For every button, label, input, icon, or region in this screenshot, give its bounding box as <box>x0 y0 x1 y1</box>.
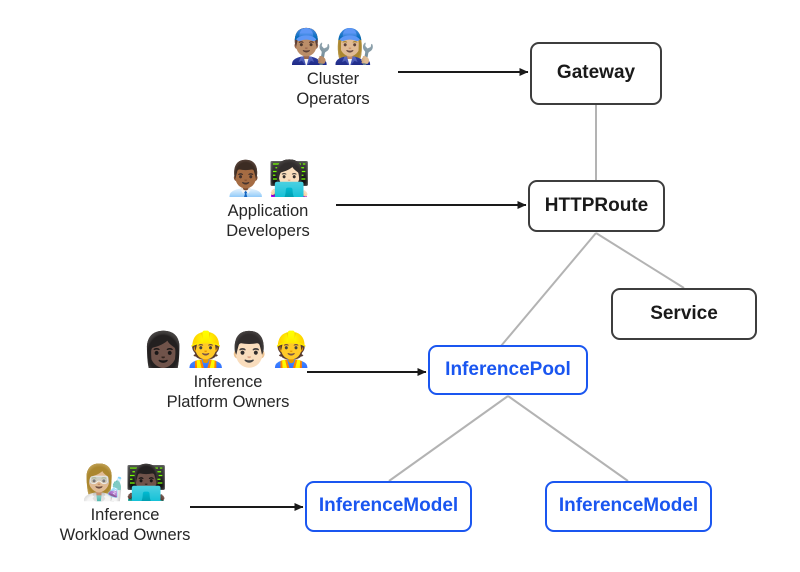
edge-httproute-inferencepool <box>500 232 597 347</box>
node-label: InferenceModel <box>558 495 699 517</box>
persona-label-line2: Developers <box>226 222 310 241</box>
node-label: HTTPRoute <box>544 194 649 216</box>
persona-label-line1: Inference <box>193 372 263 391</box>
node-label: InferenceModel <box>318 495 459 517</box>
edge-httproute-service <box>595 232 685 289</box>
node-service[interactable]: Service <box>611 288 757 340</box>
persona-label-line2: Platform Owners <box>166 393 290 412</box>
persona-arrows <box>190 68 529 511</box>
persona-label-line1: Cluster <box>306 69 360 88</box>
edge-inferencepool-model2 <box>507 395 629 482</box>
persona-label-line1: Inference <box>90 505 160 524</box>
persona-label-line1: Application <box>227 201 309 220</box>
node-label: Service <box>650 302 718 324</box>
node-gateway[interactable]: Gateway <box>530 42 662 105</box>
man-office-worker-icon: 👨🏾‍💼👩🏻‍💻 <box>224 159 312 199</box>
persona-label-line2: Operators <box>296 90 370 109</box>
node-label: InferencePool <box>445 358 571 380</box>
persona-label-line2: Workload Owners <box>59 526 191 545</box>
node-inferencemodel2[interactable]: InferenceModel <box>545 481 712 532</box>
node-inferencemodel1[interactable]: InferenceModel <box>305 481 472 532</box>
node-httproute[interactable]: HTTPRoute <box>528 180 665 232</box>
node-label: Gateway <box>556 62 636 84</box>
woman-scientist-icon: 👩🏼‍🔬👨🏿‍💻 <box>81 463 169 503</box>
woman-construction-worker-icon: 👩🏿‍👷👨🏻‍👷 <box>142 330 314 370</box>
man-mechanic-icon: 👨🏽‍🔧👩🏼‍🔧 <box>289 27 377 67</box>
node-inferencepool[interactable]: InferencePool <box>428 345 588 395</box>
edge-inferencepool-model1 <box>388 395 509 482</box>
